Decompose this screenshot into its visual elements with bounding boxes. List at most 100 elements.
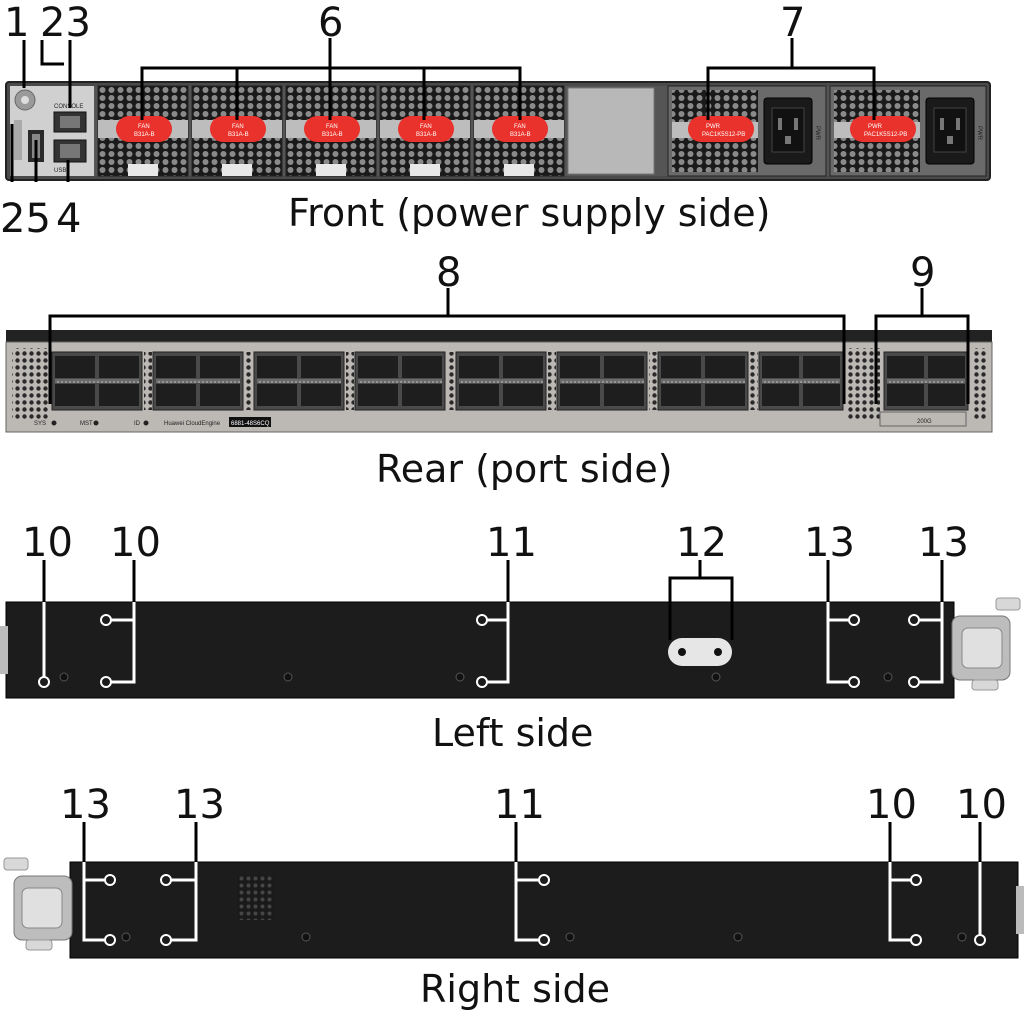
fan-module-3[interactable]: FAN B31A-B	[285, 85, 377, 177]
qsfp-port[interactable]	[257, 356, 297, 378]
right-vent	[238, 876, 274, 920]
qsfp-dd-port[interactable]	[928, 356, 965, 378]
callout-left-10b: 10	[110, 520, 161, 566]
port-block-6[interactable]	[556, 351, 648, 411]
fan-label-tag	[492, 116, 548, 142]
qsfp-port[interactable]	[604, 384, 644, 406]
right-mounting-ear[interactable]	[3, 857, 73, 951]
fan-module-2[interactable]: FAN B31A-B	[191, 85, 283, 177]
qsfp-port-group	[51, 351, 969, 411]
qsfp-port[interactable]	[705, 356, 745, 378]
callout-right-13a: 13	[60, 782, 111, 828]
qsfp-port[interactable]	[560, 356, 600, 378]
id-label: ID	[134, 421, 141, 427]
callout-6: 6	[318, 0, 343, 46]
rear-leaders	[48, 288, 970, 404]
left-leaders-upper	[42, 560, 944, 602]
port-block-2[interactable]	[152, 351, 244, 411]
port-block-8[interactable]	[758, 351, 844, 411]
caption-left: Left side	[432, 711, 593, 755]
qsfp-port[interactable]	[560, 384, 600, 406]
qsfp-port[interactable]	[99, 384, 139, 406]
fan-module-4[interactable]: FAN B31A-B	[379, 85, 471, 177]
psu-side-label: PWR	[976, 126, 982, 141]
qsfp-port[interactable]	[459, 384, 499, 406]
qsfp-dd-port[interactable]	[887, 384, 924, 406]
callout-left-12: 12	[676, 520, 727, 566]
port-block-1[interactable]	[51, 351, 143, 411]
port-block-5[interactable]	[455, 351, 547, 411]
speed-label-box	[879, 411, 967, 427]
qsfp-port[interactable]	[762, 356, 799, 378]
qsfp-port[interactable]	[55, 384, 95, 406]
fan-module-5[interactable]: FAN B31A-B	[473, 85, 565, 177]
power-supply-1[interactable]: PWR PAC1K5S12-PB PWR	[667, 85, 827, 177]
qsfp-port[interactable]	[200, 384, 240, 406]
fan-label: FAN	[514, 124, 526, 130]
qsfp-port[interactable]	[661, 356, 701, 378]
qsfp-port[interactable]	[402, 384, 442, 406]
fan-model: B31A-B	[510, 132, 531, 138]
callout-7: 7	[780, 0, 805, 46]
qsfp-port[interactable]	[200, 356, 240, 378]
qsfp-port[interactable]	[301, 356, 341, 378]
callout-8: 8	[436, 250, 461, 296]
callout-left-13a: 13	[804, 520, 855, 566]
rear-view: SYS MST ID Huawei CloudEngine 6881-48S6C…	[5, 250, 993, 491]
qsfp-port[interactable]	[503, 356, 543, 378]
port-block-4[interactable]	[354, 351, 446, 411]
fan-label: FAN	[232, 124, 244, 130]
qsfp-port[interactable]	[358, 356, 398, 378]
qsfp-port[interactable]	[257, 384, 297, 406]
qsfp-port[interactable]	[358, 384, 398, 406]
filler-panel	[567, 87, 655, 175]
callout-right-10b: 10	[956, 782, 1007, 828]
psu-model: PAC1K5S12-PB	[702, 132, 745, 138]
right-leaders-upper	[82, 822, 982, 880]
qsfp-port[interactable]	[803, 356, 840, 378]
front-view: CONSOLE USB FAN B31A-B FAN B31A-B	[0, 0, 991, 242]
qsfp-port[interactable]	[604, 356, 644, 378]
qsfp-dd-port[interactable]	[928, 384, 965, 406]
qsfp-port[interactable]	[156, 384, 196, 406]
callout-left-13b: 13	[918, 520, 969, 566]
callout-25: 25	[0, 196, 51, 242]
callout-right-13b: 13	[174, 782, 225, 828]
model-label: 6881-48S6CQ	[231, 421, 270, 427]
qsfp-port[interactable]	[301, 384, 341, 406]
qsfp-port[interactable]	[402, 356, 442, 378]
fan-label-tag	[304, 116, 360, 142]
fan-label-tag	[116, 116, 172, 142]
power-supply-2[interactable]: PWR PAC1K5S12-PB PWR	[829, 85, 987, 177]
qsfp-port[interactable]	[503, 384, 543, 406]
qsfp-port[interactable]	[661, 384, 701, 406]
fan-model: B31A-B	[322, 132, 343, 138]
qsfp-port[interactable]	[762, 384, 799, 406]
callout-left-11: 11	[486, 520, 537, 566]
qsfp-port[interactable]	[803, 384, 840, 406]
management-area: CONSOLE USB	[10, 86, 94, 176]
psu-label-tag	[688, 116, 754, 142]
id-button[interactable]	[143, 420, 149, 426]
speed-label: 200G	[917, 419, 932, 425]
model-label-box	[229, 417, 271, 427]
port-block-7[interactable]	[657, 351, 749, 411]
qsfp-port[interactable]	[705, 384, 745, 406]
callout-4: 4	[56, 196, 81, 242]
port-block-3[interactable]	[253, 351, 345, 411]
psu-label: PWR	[706, 124, 721, 130]
psu-label: PWR	[868, 124, 883, 130]
fan-model: B31A-B	[416, 132, 437, 138]
left-mounting-ear[interactable]	[951, 597, 1021, 691]
callout-9: 9	[910, 250, 935, 296]
qsfp-port[interactable]	[156, 356, 196, 378]
qsfp-port[interactable]	[99, 356, 139, 378]
qsfp-port[interactable]	[55, 356, 95, 378]
callout-left-10a: 10	[22, 520, 73, 566]
port-block-200g[interactable]	[883, 351, 969, 411]
qsfp-dd-port[interactable]	[887, 356, 924, 378]
fan-label-tag	[210, 116, 266, 142]
rear-dividers	[144, 352, 758, 410]
qsfp-port[interactable]	[459, 356, 499, 378]
